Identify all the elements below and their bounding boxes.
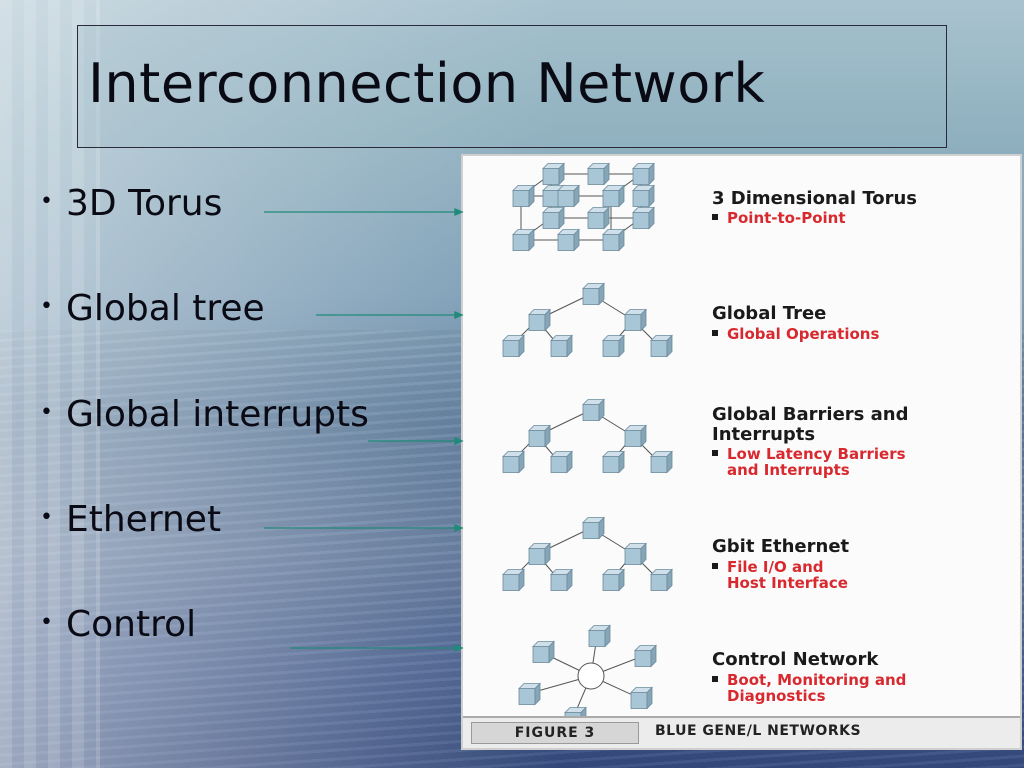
network-subtitle-text: Diagnostics (727, 687, 826, 705)
bullet-item: • Global tree (40, 288, 265, 329)
node-cube-icon (650, 568, 673, 592)
node-cube-icon (512, 228, 535, 252)
arrow-head-icon (454, 437, 464, 445)
network-subtitle-text: File I/O and (727, 558, 824, 576)
node-cube-icon (632, 206, 655, 230)
bullet-text: Control (66, 604, 197, 645)
arrow-head-icon (454, 644, 464, 652)
node-cube-icon (557, 228, 580, 252)
node-cube-icon (587, 206, 610, 230)
bullet-dot-icon: • (40, 399, 53, 425)
node-cube-icon (632, 184, 655, 208)
arrow-head-icon (454, 208, 464, 216)
node-cube-icon (630, 686, 653, 710)
node-cube-icon (502, 450, 525, 474)
background-stripes (0, 0, 100, 768)
network-title-text: Gbit Ethernet (712, 536, 850, 557)
arrow-head-icon (454, 524, 464, 532)
node-cube-icon (550, 450, 573, 474)
bullet-text: 3D Torus (66, 183, 223, 224)
node-cube-icon (564, 706, 587, 716)
node-cube-icon (528, 424, 551, 448)
network-subtitle-text: and Interrupts (727, 461, 850, 479)
network-title: Global Tree (712, 304, 826, 324)
square-bullet-icon (712, 213, 718, 220)
node-cube-icon (602, 228, 625, 252)
node-cube-icon (550, 568, 573, 592)
node-cube-icon (502, 568, 525, 592)
network-subtitle-text: Global Operations (727, 325, 880, 343)
node-cube-icon (632, 162, 655, 186)
network-subtitle-text: Low Latency Barriers (727, 445, 906, 463)
square-bullet-icon (712, 675, 718, 682)
node-cube-icon (512, 184, 535, 208)
figure-caption-text: BLUE GENE/L NETWORKS (655, 723, 862, 739)
hub-circle (577, 662, 605, 690)
node-cube-icon (557, 184, 580, 208)
bullet-text: Global interrupts (66, 394, 369, 435)
node-cube-icon (542, 162, 565, 186)
figure-caption: FIGURE 3 BLUE GENE/L NETWORKS (463, 716, 1020, 748)
figure-label: FIGURE 3 (471, 722, 639, 744)
network-diagrams (502, 162, 673, 716)
arrow-head-icon (454, 311, 464, 319)
network-title: Gbit Ethernet (712, 537, 849, 557)
node-cube-icon (602, 450, 625, 474)
network-title: Control Network (712, 650, 878, 670)
bullet-dot-icon: • (40, 504, 53, 530)
network-title: 3 Dimensional Torus (712, 189, 917, 209)
network-subtitle: Global Operations (712, 326, 879, 342)
networks-figure: 3 Dimensional Torus Point-to-Point Globa… (461, 154, 1022, 750)
node-cube-icon (528, 308, 551, 332)
network-title-text: Control Network (712, 649, 879, 670)
node-cube-icon (532, 640, 555, 664)
network-subtitle: Point-to-Point (712, 210, 846, 226)
node-cube-icon (518, 682, 541, 706)
node-cube-icon (634, 644, 657, 668)
square-bullet-icon (712, 449, 718, 456)
network-title-text: 3 Dimensional Torus (712, 188, 917, 209)
bullet-item: • 3D Torus (40, 183, 222, 224)
node-cube-icon (587, 162, 610, 186)
node-cube-icon (602, 568, 625, 592)
network-subtitle-text: Point-to-Point (727, 209, 846, 227)
square-bullet-icon (712, 562, 718, 569)
node-cube-icon (542, 206, 565, 230)
bullet-text: Ethernet (66, 499, 222, 540)
square-bullet-icon (712, 329, 718, 336)
bullet-dot-icon: • (40, 293, 53, 319)
node-cube-icon (582, 516, 605, 540)
network-subtitle-text: Boot, Monitoring and (727, 671, 907, 689)
node-cube-icon (650, 334, 673, 358)
node-cube-icon (602, 184, 625, 208)
bullet-item: • Control (40, 604, 196, 645)
node-cube-icon (602, 334, 625, 358)
node-cube-icon (528, 542, 551, 566)
node-cube-icon (502, 334, 525, 358)
slide-title: Interconnection Network (88, 52, 766, 115)
bullet-text: Global tree (66, 288, 265, 329)
node-cube-icon (624, 308, 647, 332)
bullet-dot-icon: • (40, 188, 53, 214)
bullet-dot-icon: • (40, 609, 53, 635)
bullet-item: • Ethernet (40, 499, 221, 540)
node-cube-icon (588, 624, 611, 648)
network-title-text: Interrupts (712, 424, 816, 445)
node-cube-icon (624, 424, 647, 448)
network-subtitle-text: Host Interface (727, 574, 848, 592)
node-cube-icon (582, 282, 605, 306)
bullet-item: • Global interrupts (40, 394, 369, 435)
node-cube-icon (650, 450, 673, 474)
network-title-text: Global Tree (712, 303, 827, 324)
node-cube-icon (624, 542, 647, 566)
title-box: Interconnection Network (77, 25, 947, 148)
node-cube-icon (550, 334, 573, 358)
node-cube-icon (582, 398, 605, 422)
network-title-text: Global Barriers and (712, 404, 909, 425)
